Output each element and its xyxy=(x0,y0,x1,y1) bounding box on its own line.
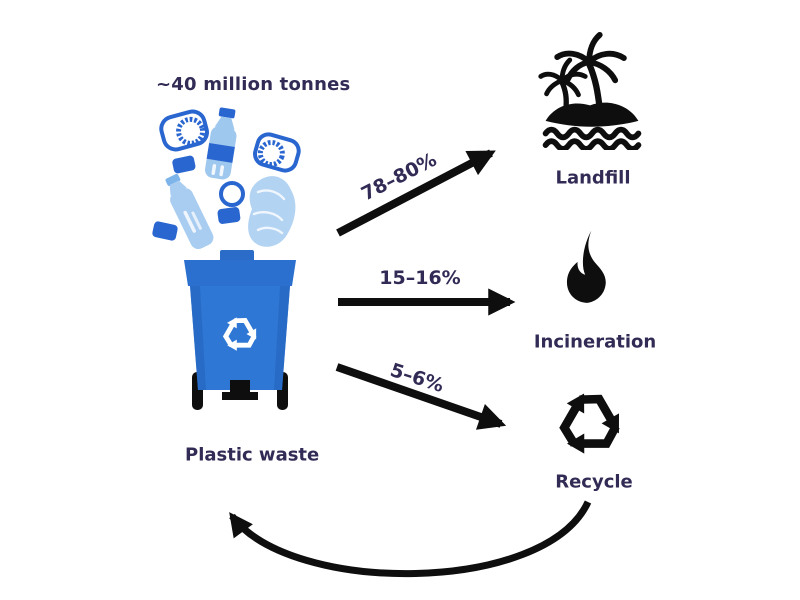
landfill-flow-arrow xyxy=(336,149,496,237)
supply-quantity-label: ~40 million tonnes xyxy=(156,74,351,95)
bottle-cap-icon xyxy=(217,207,241,224)
plastic-bottle-icon xyxy=(204,107,237,180)
crumpled-bottle-icon xyxy=(248,176,296,247)
plastic-ring-icon xyxy=(219,181,245,207)
island-palm-trees-icon xyxy=(538,31,642,150)
plastic-bottle-icon xyxy=(165,173,214,250)
plastic-items-cluster xyxy=(152,107,301,250)
incineration-label: Incineration xyxy=(533,331,657,353)
recycle-label: Recycle xyxy=(555,471,633,493)
landfill-label: Landfill xyxy=(555,167,631,189)
return-flow-arrow xyxy=(229,500,592,577)
recycle-arrows-icon xyxy=(542,378,638,466)
recycle-flow-arrow xyxy=(335,363,507,430)
incineration-percent-label: 15–16% xyxy=(379,267,461,289)
flame-icon xyxy=(566,230,606,303)
plastic-ring-icon xyxy=(253,132,301,173)
bottle-cap-icon xyxy=(172,155,196,174)
recycling-bin-icon xyxy=(184,250,296,410)
bottle-cap-icon xyxy=(152,221,178,241)
